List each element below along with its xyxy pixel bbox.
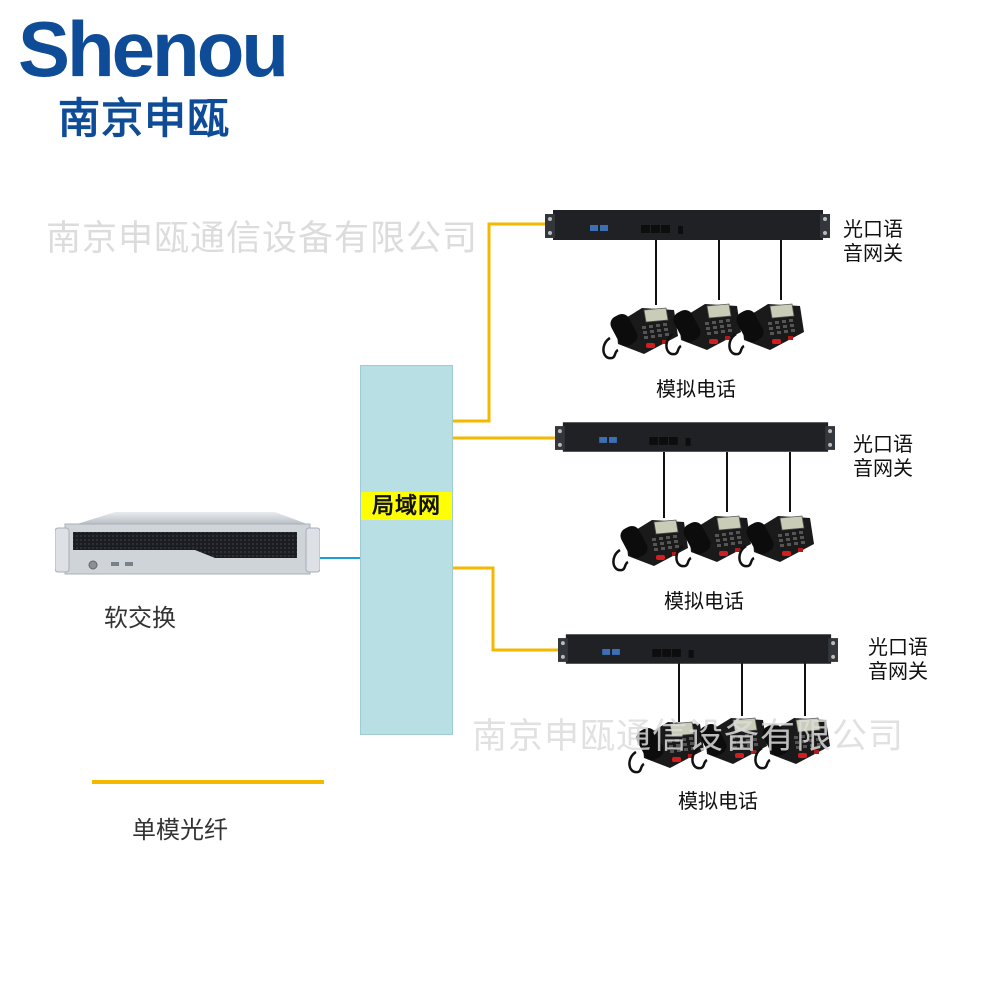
gateway-3-label-line2: 音网关 [868,661,928,683]
phones-3-label: 模拟电话 [678,791,758,813]
gateway-1-label-line2: 音网关 [843,243,903,265]
watermark-bottom: 南京申瓯通信设备有限公司 [472,717,905,757]
phone-icon [738,514,816,568]
phones-2-label: 模拟电话 [664,591,744,613]
gateway-1-label-line1: 光口语 [843,219,903,241]
lan-label: 局域网 [361,492,452,520]
legend-fiber-label: 单模光纤 [132,816,228,844]
fiber-link-gateway-1 [453,222,600,423]
phones-group-2 [612,514,816,572]
gateway-3-icon [558,634,838,664]
gateway-2-icon [555,422,835,452]
gateway-2-label: 光口语 音网关 [853,433,923,481]
logo-brand-en: Shenou [18,5,289,93]
gateway-2-label-line2: 音网关 [853,458,913,480]
phones-group-1 [602,302,806,360]
gateway-2-label-line1: 光口语 [853,434,913,456]
phones-1-label: 模拟电话 [656,379,736,401]
fiber-link-gateway-3 [453,566,610,652]
gateway-1-icon [545,210,830,240]
logo-brand-cn: 南京申瓯 [58,94,231,143]
gateway-3-label-line1: 光口语 [868,637,928,659]
softswitch-label: 软交换 [104,604,176,632]
lan-block [360,365,453,735]
gateway-3-label: 光口语 音网关 [868,636,938,684]
gateway-1-label: 光口语 音网关 [843,218,913,266]
phone-icon [728,302,806,356]
softswitch-server-icon [55,512,320,575]
watermark-top: 南京申瓯通信设备有限公司 [46,219,479,259]
